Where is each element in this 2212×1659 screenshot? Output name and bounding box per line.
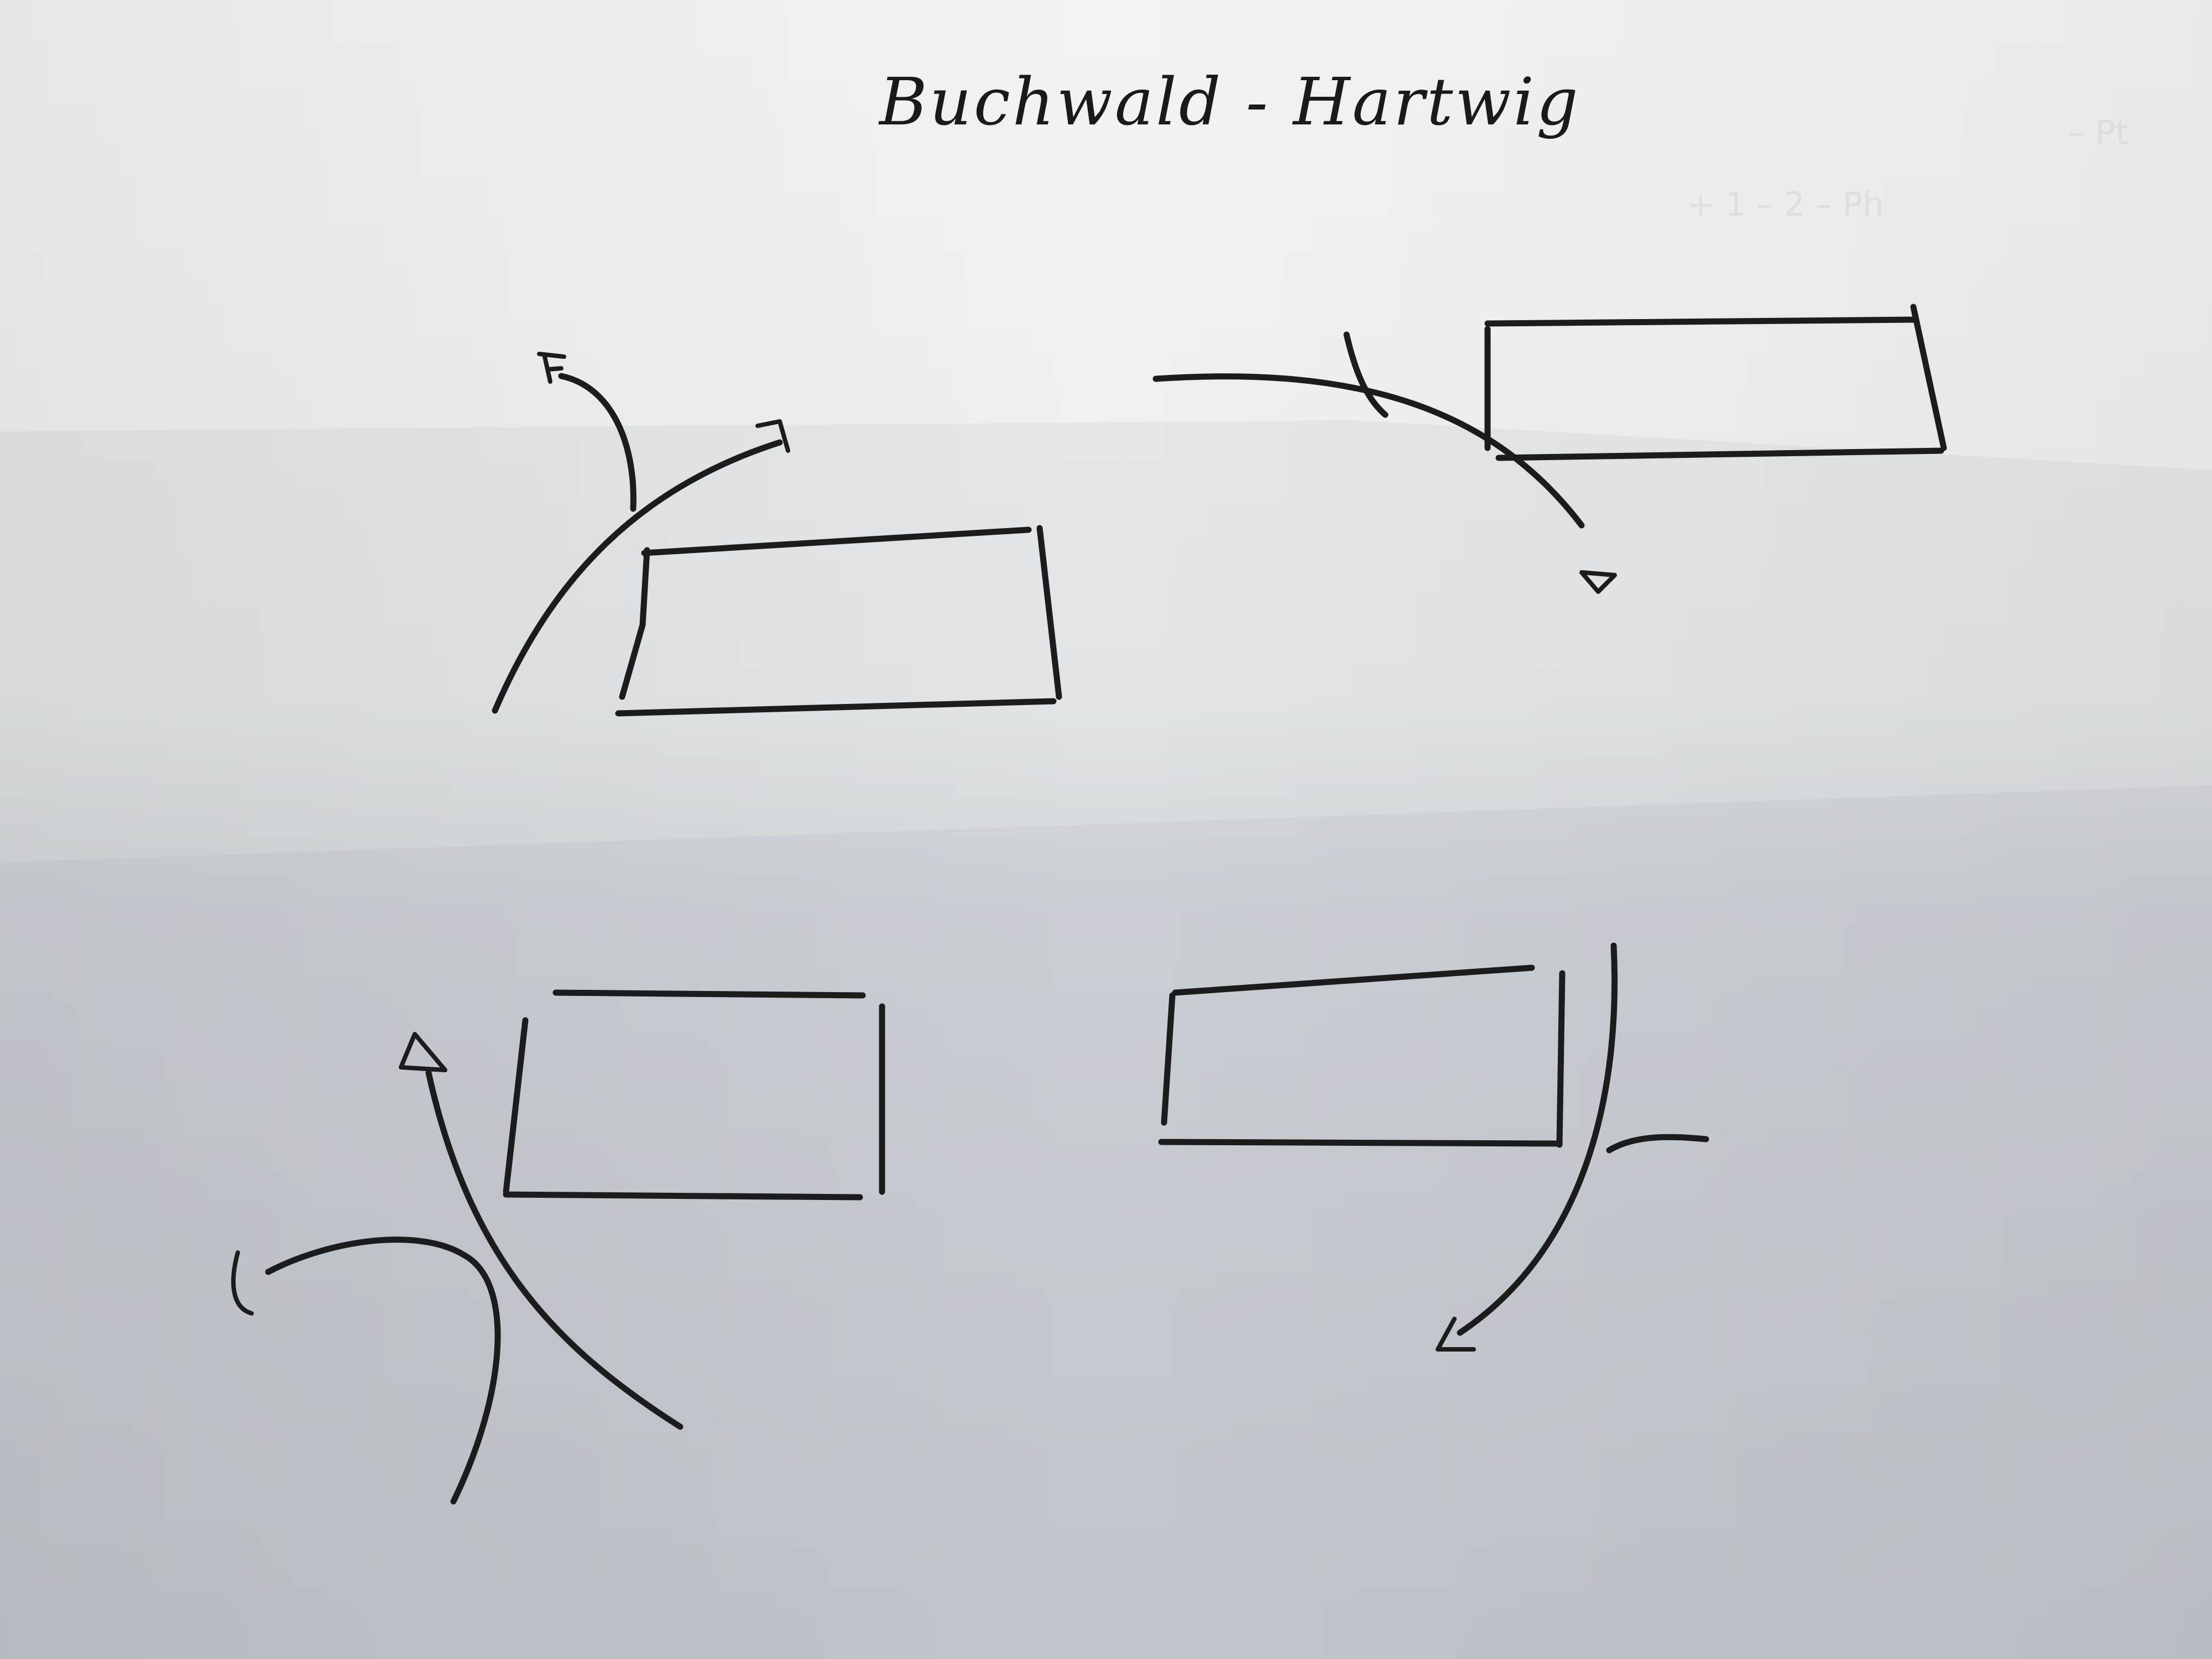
page-title: Buchwald - Hartwig — [878, 64, 1580, 140]
curved-arrow-top-left — [492, 439, 783, 714]
open-arrowhead-bottom-right — [1436, 1317, 1476, 1352]
open-arrowhead-top-left — [755, 419, 790, 453]
rectangle-bottom-right — [1158, 964, 1566, 1148]
curved-arrow-top-right — [1152, 373, 1585, 529]
sketch-bottom-right — [1158, 942, 1709, 1352]
marker-F-top-left — [537, 352, 566, 384]
triangle-arrowhead-bottom-left — [399, 1032, 447, 1072]
rectangle-bottom-left — [503, 989, 885, 1201]
sketch-top-right — [1152, 304, 1947, 594]
marker-L-bottom-left — [231, 1250, 254, 1316]
curved-arrow-bottom-left — [425, 1070, 684, 1430]
curved-arrow-bottom-right — [1457, 942, 1618, 1336]
tick-curve-top-right — [1343, 331, 1389, 418]
tail-curve-bottom-right — [1606, 1134, 1709, 1154]
bleed-through-marks: + 1 – 2 – Ph – Pt — [1687, 113, 2128, 224]
hook-curve-top-left — [558, 373, 637, 512]
rectangle-top-right — [1484, 304, 1947, 461]
triangle-arrowhead-top-right — [1579, 570, 1617, 594]
svg-text:+ 1 – 2 – Ph: + 1 – 2 – Ph — [1687, 185, 1884, 224]
rectangle-top-left — [615, 525, 1062, 717]
sketch-top-left — [492, 352, 1062, 717]
sketch-bottom-left — [231, 989, 885, 1505]
svg-text:– Pt: – Pt — [2068, 113, 2128, 152]
crossing-curve-bottom-left — [265, 1237, 501, 1505]
